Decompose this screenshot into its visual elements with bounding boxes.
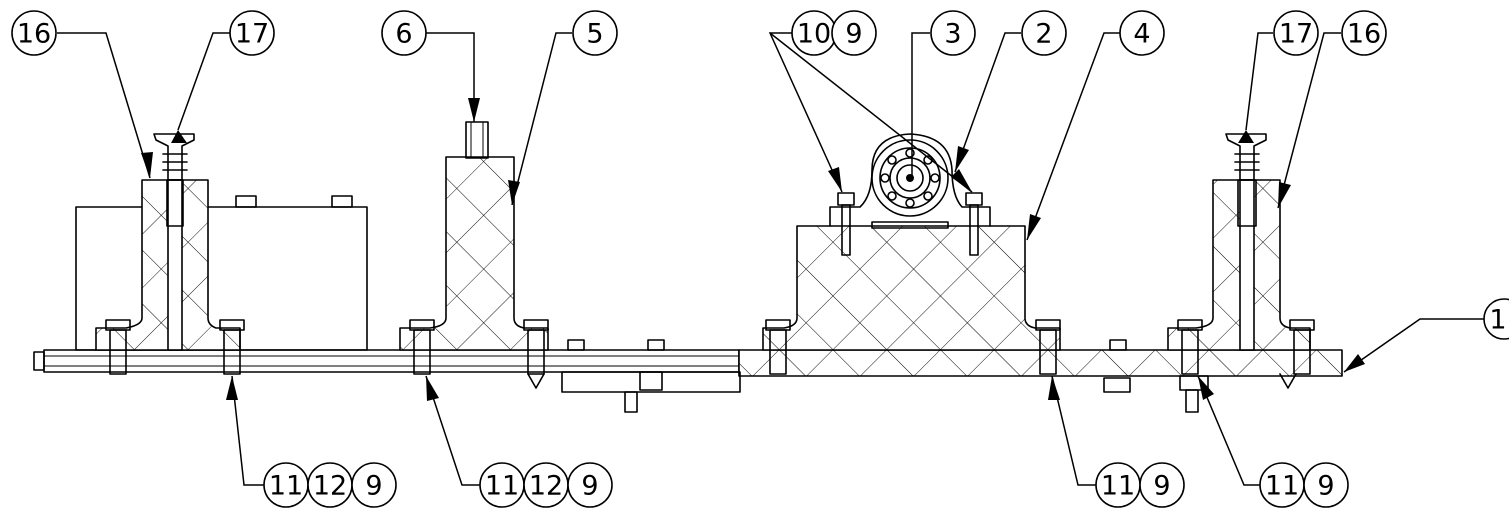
balloon-5: 5 bbox=[572, 10, 618, 56]
leader-lines bbox=[57, 32, 1485, 486]
svg-text:16: 16 bbox=[17, 19, 51, 50]
svg-text:17: 17 bbox=[1279, 19, 1313, 50]
balloon-16-right: 16 bbox=[1341, 10, 1387, 56]
svg-text:12: 12 bbox=[313, 471, 347, 502]
svg-text:9: 9 bbox=[1153, 471, 1170, 502]
svg-text:11: 11 bbox=[269, 471, 303, 502]
svg-text:10: 10 bbox=[797, 19, 831, 50]
svg-text:16: 16 bbox=[1347, 19, 1381, 50]
balloon-16-left: 16 bbox=[11, 10, 57, 56]
svg-text:1: 1 bbox=[1489, 305, 1506, 336]
svg-text:3: 3 bbox=[944, 19, 961, 50]
balloon-9-c: 9 bbox=[1139, 462, 1185, 508]
bearing-assembly bbox=[762, 133, 1131, 393]
svg-text:9: 9 bbox=[845, 19, 862, 50]
svg-text:6: 6 bbox=[395, 19, 412, 50]
svg-text:11: 11 bbox=[485, 471, 519, 502]
balloon-17-left: 17 bbox=[229, 10, 275, 56]
balloon-9-top: 9 bbox=[831, 10, 877, 56]
center-column bbox=[399, 121, 665, 413]
balloon-9-b: 9 bbox=[567, 462, 613, 508]
balloon-9-a: 9 bbox=[351, 462, 397, 508]
svg-text:11: 11 bbox=[1265, 471, 1299, 502]
svg-text:12: 12 bbox=[529, 471, 563, 502]
svg-text:5: 5 bbox=[586, 19, 603, 50]
balloon-6: 6 bbox=[381, 10, 427, 56]
svg-text:9: 9 bbox=[581, 471, 598, 502]
balloon-4: 4 bbox=[1119, 10, 1165, 56]
balloon-12-b: 12 bbox=[523, 462, 569, 508]
left-housing bbox=[75, 133, 368, 375]
svg-text:9: 9 bbox=[1317, 471, 1334, 502]
balloon-9-d: 9 bbox=[1303, 462, 1349, 508]
bearing-balls bbox=[880, 148, 940, 208]
svg-text:2: 2 bbox=[1035, 19, 1052, 50]
balloon-11-a: 11 bbox=[263, 462, 309, 508]
balloon-11-d: 11 bbox=[1259, 462, 1305, 508]
balloon-17-right: 17 bbox=[1273, 10, 1319, 56]
balloon-3: 3 bbox=[930, 10, 976, 56]
svg-text:9: 9 bbox=[365, 471, 382, 502]
svg-text:4: 4 bbox=[1133, 19, 1150, 50]
svg-text:17: 17 bbox=[235, 19, 269, 50]
balloon-2: 2 bbox=[1021, 10, 1067, 56]
balloon-10: 10 bbox=[791, 10, 837, 56]
balloon-12-a: 12 bbox=[307, 462, 353, 508]
balloon-11-c: 11 bbox=[1095, 462, 1141, 508]
balloon-11-b: 11 bbox=[479, 462, 525, 508]
arrowheads bbox=[141, 98, 1365, 401]
right-cylinder bbox=[1167, 133, 1315, 413]
svg-text:11: 11 bbox=[1101, 471, 1135, 502]
balloon-1: 1 bbox=[1483, 298, 1509, 340]
